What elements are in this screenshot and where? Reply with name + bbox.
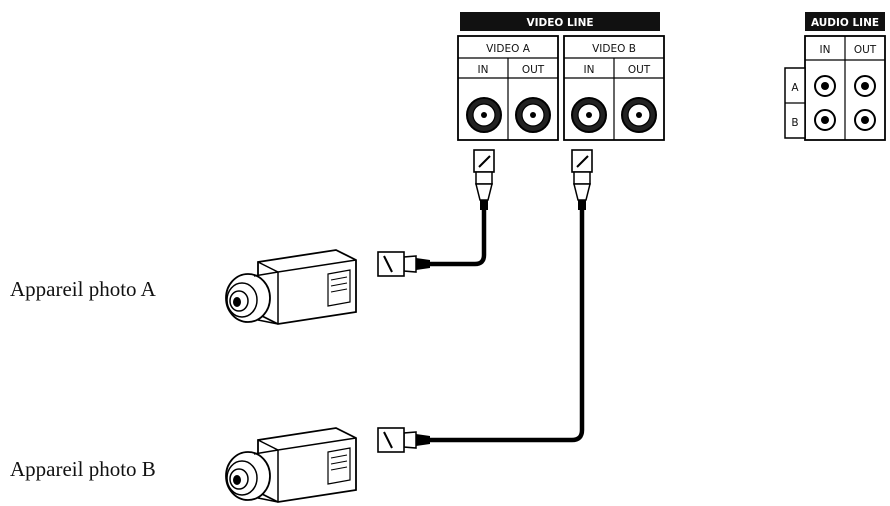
- cable-a-panel-connector: [473, 149, 495, 210]
- audio-a-out-jack: [854, 75, 876, 97]
- audio-in-label: IN: [820, 44, 831, 56]
- audio-row-a-label: A: [791, 82, 799, 94]
- video-line-panel: VIDEO LINE VIDEO A IN OUT VIDEO B IN OUT: [457, 12, 665, 141]
- video-a-in-jack: [466, 97, 502, 133]
- video-a-in-label: IN: [478, 64, 489, 76]
- camera-b-label: Appareil photo B: [10, 457, 156, 481]
- audio-b-out-jack: [854, 109, 876, 131]
- audio-b-in-jack: [814, 109, 836, 131]
- video-a-out-label: OUT: [522, 64, 545, 76]
- video-b-out-label: OUT: [628, 64, 651, 76]
- cable-b-panel-connector: [571, 149, 593, 210]
- camera-b-icon: [225, 427, 357, 503]
- audio-line-panel: AUDIO LINE IN OUT A B: [784, 12, 886, 141]
- video-a-out-jack: [515, 97, 551, 133]
- camera-a-label: Appareil photo A: [10, 277, 156, 301]
- camera-a-icon: [225, 249, 357, 325]
- video-line-title-bar: [460, 12, 660, 31]
- video-line-title: VIDEO LINE: [526, 17, 593, 29]
- cable-a-camera-connector: [377, 251, 430, 277]
- cable-b-camera-connector: [377, 427, 430, 453]
- audio-line-title: AUDIO LINE: [811, 17, 879, 29]
- audio-row-b-label: B: [791, 117, 798, 129]
- audio-a-in-jack: [814, 75, 836, 97]
- video-b-out-jack: [621, 97, 657, 133]
- video-b-in-label: IN: [584, 64, 595, 76]
- cable-b: [377, 149, 593, 453]
- audio-line-title-bar: [805, 12, 885, 31]
- video-b-in-jack: [571, 97, 607, 133]
- video-b-label: VIDEO B: [592, 43, 636, 55]
- audio-out-label: OUT: [854, 44, 877, 56]
- cable-a: [377, 149, 495, 277]
- video-a-label: VIDEO A: [486, 43, 531, 55]
